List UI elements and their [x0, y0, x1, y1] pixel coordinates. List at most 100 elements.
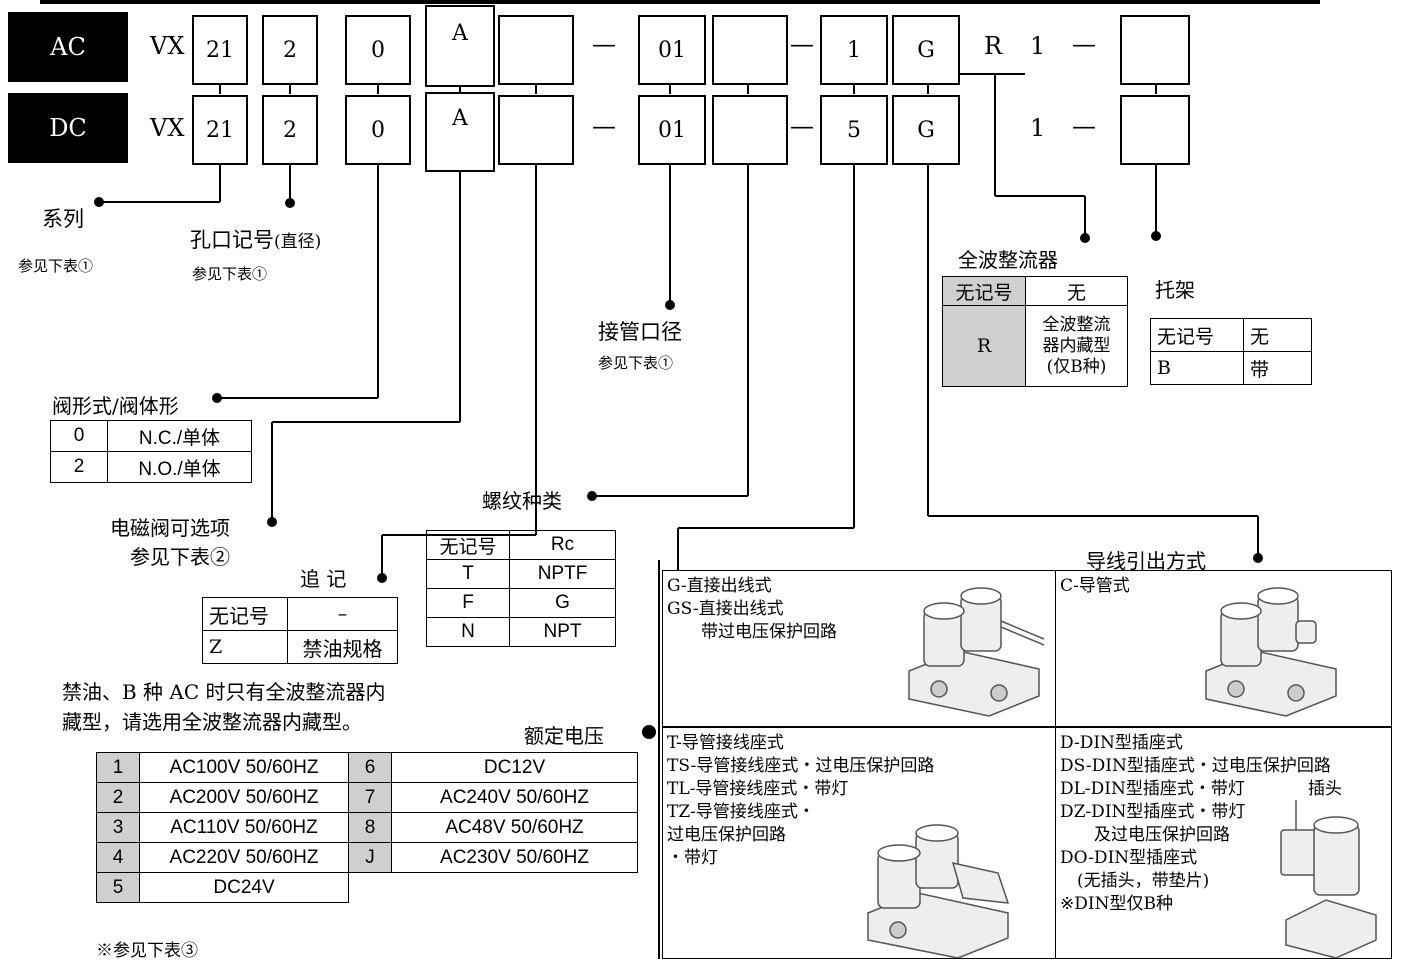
voltage-value: AC200V 50/60HZ	[139, 782, 349, 813]
dot-option	[267, 517, 277, 527]
dot-suffix	[377, 573, 387, 583]
orifice-label-main: 孔口记号	[190, 228, 274, 252]
suffix-cell: Z	[202, 630, 288, 664]
lead-d-line: DO-DIN型插座式	[1060, 848, 1198, 868]
top-rule	[40, 0, 1320, 4]
voltage-value: AC220V 50/60HZ	[139, 842, 349, 873]
ac-dash-3: —	[1072, 30, 1096, 58]
ac-bracket-prefix: 1	[1030, 32, 1046, 60]
ac-orifice-series-box: 21	[192, 15, 248, 85]
rect-cell: R	[942, 305, 1026, 387]
ac-voltage-box: 1	[820, 15, 888, 85]
series-ref: 参见下表①	[18, 257, 94, 275]
lead-g-line: G-直接出线式	[667, 576, 772, 596]
ac-bracket-box	[1120, 15, 1190, 85]
orifice-label: 孔口记号(直径)	[190, 224, 321, 254]
lead-c-text: C-导管式	[1060, 575, 1130, 598]
ac-extra-box	[498, 15, 574, 85]
thread-cell: Rc	[509, 530, 616, 560]
valve-illustration-din	[1280, 800, 1377, 958]
voltage-empty	[349, 873, 392, 903]
voltage-code: 6	[348, 752, 392, 783]
rect-cell-multi: 全波整流 器内藏型 (仅B种)	[1025, 305, 1128, 387]
voltage-code: 8	[348, 812, 392, 843]
port-label: 接管口径	[598, 320, 682, 344]
ac-port-box: 01	[638, 15, 706, 85]
dot-port	[665, 300, 675, 310]
dot-thread	[587, 491, 597, 501]
solenoid-option-label: 电磁阀可选项	[110, 516, 230, 540]
dc-dash-1: —	[592, 112, 616, 140]
ac-extra-box-2	[712, 15, 788, 85]
rect-cell: 无记号	[942, 276, 1026, 306]
rect-line: 器内藏型	[1042, 335, 1111, 356]
orifice-label-paren: (直径)	[274, 232, 322, 252]
dot-lead	[1253, 553, 1263, 563]
suffix-cell: 无记号	[202, 597, 288, 631]
voltage-code: 7	[348, 782, 392, 813]
voltage-value: AC110V 50/60HZ	[139, 812, 349, 843]
port-ref: 参见下表①	[598, 354, 674, 372]
dot-voltage	[642, 725, 656, 739]
lead-panel-c: C-导管式	[1055, 570, 1392, 727]
voltage-code: 1	[96, 752, 140, 783]
lead-d-line: D-DIN型插座式	[1060, 733, 1183, 753]
thread-cell: NPTF	[509, 559, 616, 589]
voltage-code: 2	[96, 782, 140, 813]
bracket-cell: B	[1150, 351, 1244, 385]
dc-dash-2: —	[790, 112, 814, 140]
thread-cell: N	[426, 617, 510, 647]
dot-valve	[212, 393, 222, 403]
thread-cell: T	[426, 559, 510, 589]
dot-rectifier	[1080, 233, 1090, 243]
orifice-ref: 参见下表①	[192, 265, 268, 283]
bracket-cell: 带	[1243, 351, 1312, 385]
thread-cell: NPT	[509, 617, 616, 647]
valve-cell: 0	[50, 420, 108, 452]
rect-cell: 无	[1025, 276, 1128, 306]
valve-illustration-conduit	[1205, 587, 1337, 717]
dc-valve-box: 0	[345, 95, 411, 165]
lead-d-line: (无插头，带垫片)	[1060, 871, 1210, 891]
suffix-cell: –	[287, 597, 398, 631]
valve-cell: N.O./单体	[107, 451, 252, 483]
voltage-value: DC12V	[391, 752, 638, 783]
lead-g-line: 带过电压保护回路	[667, 622, 837, 642]
dc-voltage-box: 5	[820, 95, 888, 165]
valve-cell: N.C./单体	[107, 420, 252, 452]
voltage-value: AC240V 50/60HZ	[391, 782, 638, 813]
voltage-code: 4	[96, 842, 140, 873]
dc-orifice-series-box: 21	[192, 95, 248, 165]
suffix-cell: 禁油规格	[287, 630, 398, 664]
voltage-table: 1 AC100V 50/60HZ 6 DC12V 2 AC200V 50/60H…	[96, 752, 638, 903]
valve-illustration-grommet	[908, 587, 1045, 717]
lead-t-line: 过电压保护回路	[667, 825, 786, 845]
rectifier-label: 全波整流器	[958, 248, 1058, 272]
bracket-label: 托架	[1155, 278, 1195, 302]
lead-d-text: D-DIN型插座式 DS-DIN型插座式・过电压保护回路 DL-DIN型插座式・…	[1060, 732, 1331, 916]
voltage-value: AC230V 50/60HZ	[391, 842, 638, 873]
valve-illustration-terminal	[867, 824, 1010, 958]
dc-bracket-prefix: 1	[1030, 114, 1046, 142]
voltage-value: AC48V 50/60HZ	[391, 812, 638, 843]
ac-label: AC	[8, 12, 128, 82]
rect-line: 全波整流	[1042, 314, 1111, 335]
plug-label: 插头	[1308, 779, 1342, 799]
lead-c-line: C-导管式	[1060, 576, 1130, 596]
lead-t-line: TS-导管接线座式・过电压保护回路	[667, 756, 935, 776]
suffix-label: 追 记	[300, 567, 347, 591]
thread-label: 螺纹种类	[482, 489, 562, 513]
voltage-value: AC100V 50/60HZ	[139, 752, 349, 783]
lead-d-line: DL-DIN型插座式・带灯	[1060, 779, 1245, 799]
thread-cell: F	[426, 588, 510, 618]
dc-extra-box-2	[712, 95, 788, 165]
lead-method-label: 导线引出方式	[1086, 549, 1206, 573]
lead-panel-d: D-DIN型插座式 DS-DIN型插座式・过电压保护回路 DL-DIN型插座式・…	[1055, 727, 1392, 959]
voltage-code: J	[348, 842, 392, 873]
lead-g-line: GS-直接出线式	[667, 599, 784, 619]
dc-lead-box: G	[892, 95, 960, 165]
ac-option-box: A	[425, 5, 495, 87]
